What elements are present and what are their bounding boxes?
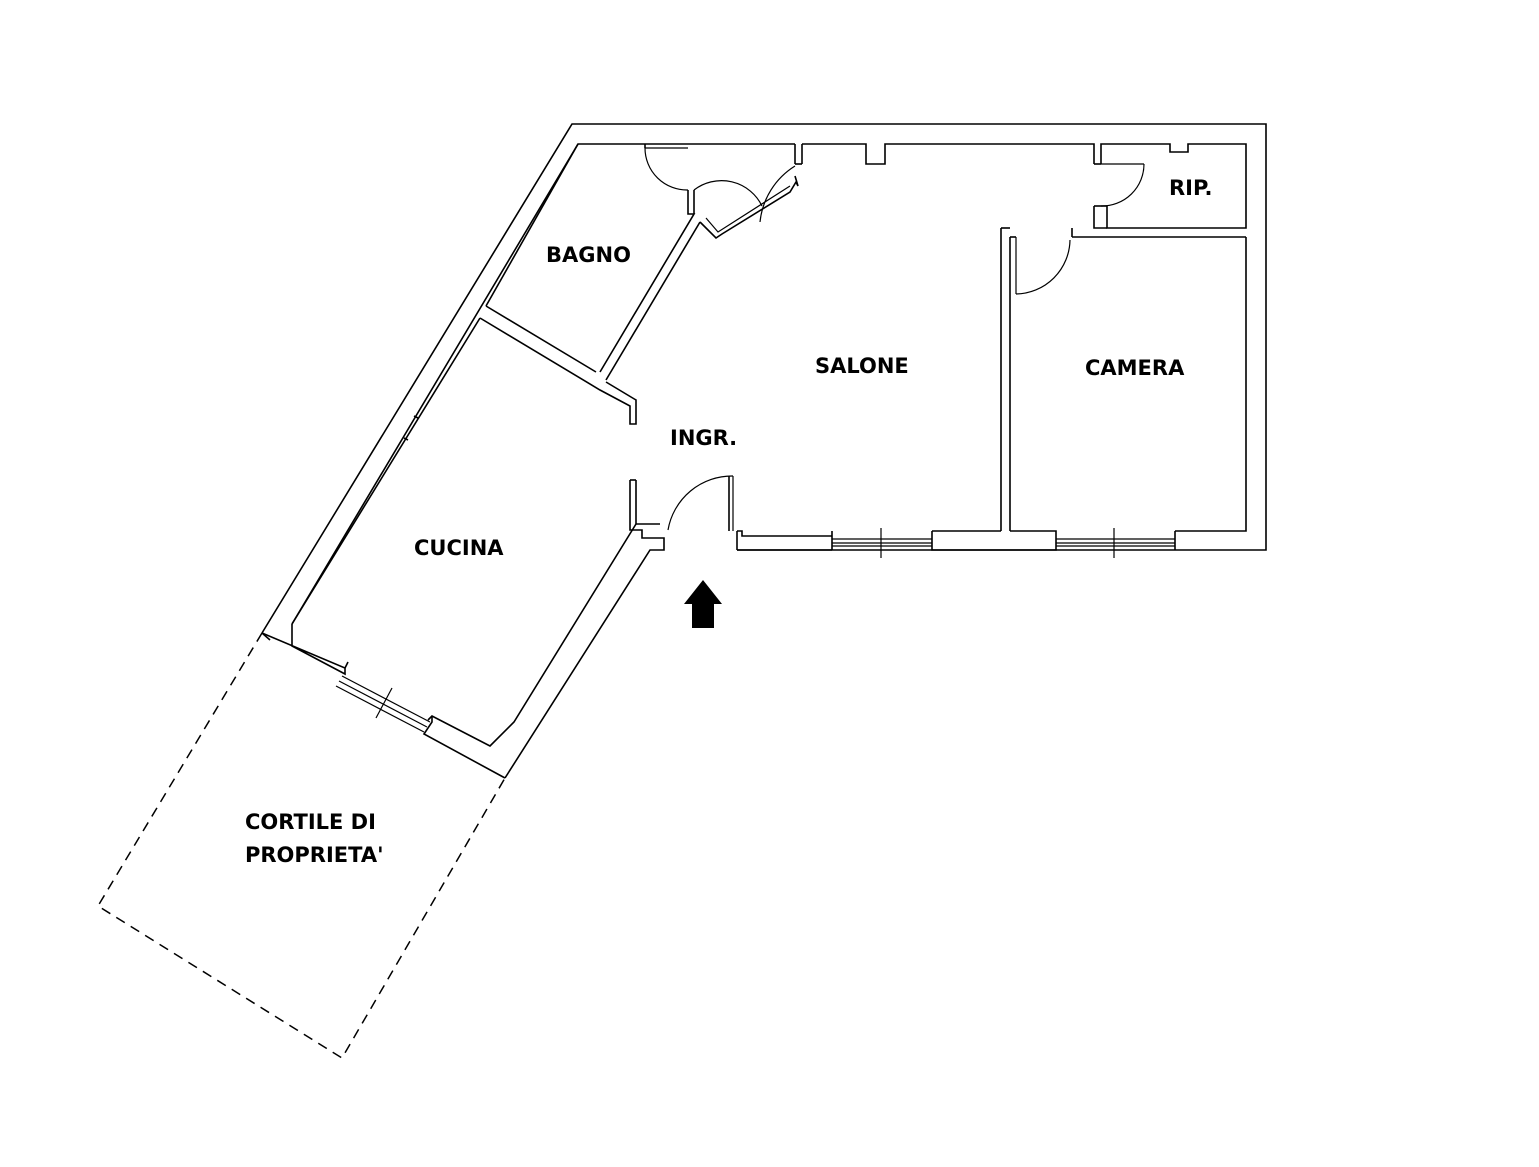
room-label-cucina: CUCINA xyxy=(414,536,504,560)
kitchen-walls xyxy=(261,317,637,779)
room-label-cortile-line1: CORTILE DI xyxy=(245,810,376,834)
bottom-wall xyxy=(736,528,1176,558)
bathroom-walls xyxy=(479,143,803,425)
bathroom-door[interactable] xyxy=(644,147,799,240)
rip-door[interactable] xyxy=(1093,163,1145,229)
room-label-salone: SALONE xyxy=(815,354,909,378)
room-label-cortile-line2: PROPRIETA' xyxy=(245,843,384,867)
room-label-ingr: INGR. xyxy=(670,426,737,450)
outer-walls xyxy=(261,123,1267,634)
courtyard-outline xyxy=(96,632,506,1060)
salone-camera-divider xyxy=(1000,227,1071,531)
room-label-bagno: BAGNO xyxy=(546,243,631,267)
entrance-arrow-icon xyxy=(684,580,722,628)
room-label-camera: CAMERA xyxy=(1085,356,1185,380)
room-label-rip: RIP. xyxy=(1169,176,1213,200)
